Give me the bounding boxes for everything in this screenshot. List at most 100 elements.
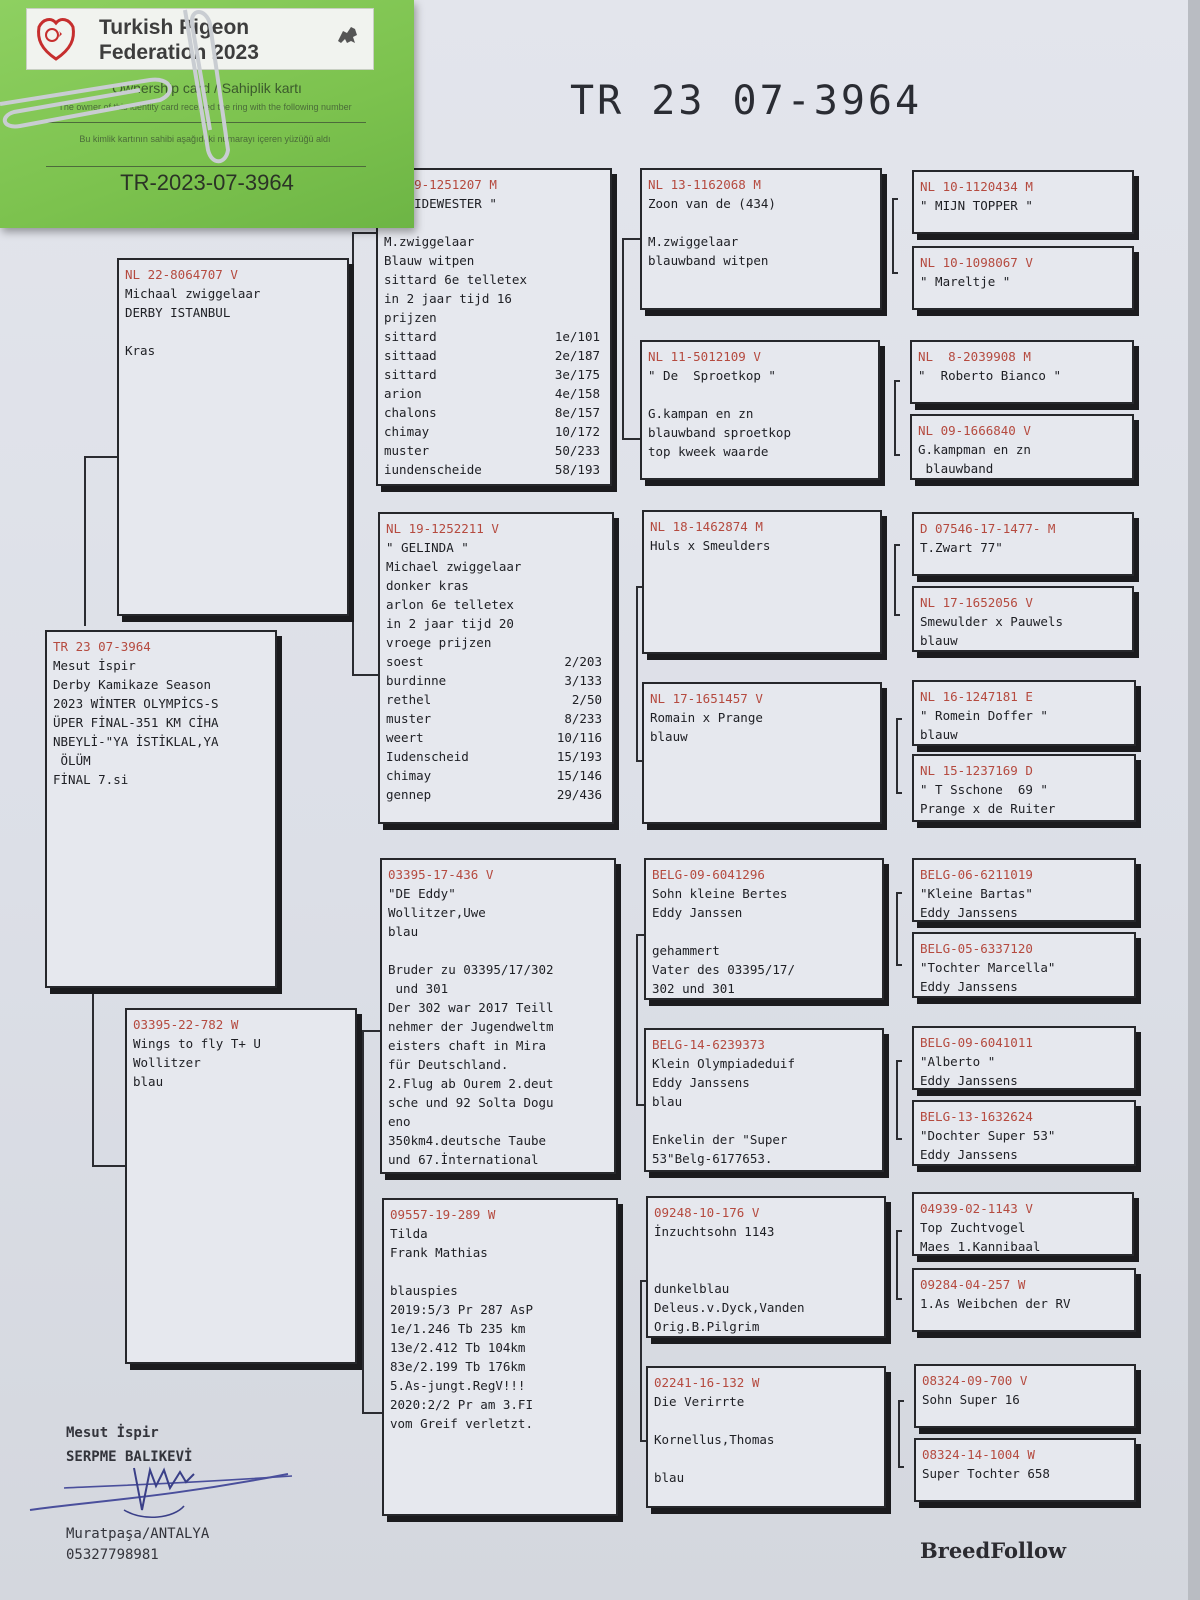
ancestor-box: NL 10-1120434 M " MIJN TOPPER " xyxy=(912,170,1134,234)
box-line: Wollitzer,Uwe xyxy=(388,905,486,920)
ring-number: NL 09-1666840 V xyxy=(918,423,1031,438)
box-line: " GELINDA " xyxy=(386,540,469,555)
great-grandparent-box: BELG-09-6041296 Sohn kleine Bertes Eddy … xyxy=(644,858,884,1000)
ring-number: NL 19-1251207 M xyxy=(384,177,497,192)
box-line: 302 und 301 xyxy=(652,981,735,996)
box-line: Sohn kleine Bertes xyxy=(652,886,788,901)
connector-line xyxy=(352,232,354,674)
connector-line xyxy=(896,892,898,964)
ring-number: NL 15-1237169 D xyxy=(920,763,1033,778)
great-grandparent-box: BELG-14-6239373 Klein Olympiadeduif Eddy… xyxy=(644,1028,884,1172)
box-line: İnzuchtsohn 1143 xyxy=(654,1224,775,1239)
ring-number: NL 17-1652056 V xyxy=(920,595,1033,610)
connector-line xyxy=(640,1280,642,1440)
ring-number: 02241-16-132 W xyxy=(654,1375,760,1390)
ancestor-box: BELG-09-6041011 "Alberto " Eddy Janssens xyxy=(912,1026,1136,1090)
box-line: blauspies xyxy=(390,1283,458,1298)
card-fine-print-en: The owner of this identity card received… xyxy=(58,102,352,112)
box-line: M.zwiggelaar xyxy=(384,234,475,249)
connector-line xyxy=(640,1280,648,1282)
box-line: 1e/1.246 Tb 235 km xyxy=(390,1321,526,1336)
card-title: Turkish Pigeon Federation 2023 xyxy=(99,16,259,64)
owner-phone: 05327798981 xyxy=(66,1547,159,1563)
box-line: Kras xyxy=(125,343,156,358)
box-line: " De Sproetkop " xyxy=(648,368,776,383)
box-line: Top Zuchtvogel xyxy=(920,1220,1026,1235)
box-line: Enkelin der "Super xyxy=(652,1132,788,1147)
box-line xyxy=(125,322,341,341)
brand-logo: BreedFollow xyxy=(920,1538,1067,1563)
connector-line xyxy=(894,544,896,614)
box-line: blauw xyxy=(920,633,958,648)
great-grandparent-box: NL 11-5012109 V " De Sproetkop " G.kampa… xyxy=(640,340,880,480)
connector-line xyxy=(622,238,624,438)
box-line: Eddy Janssens xyxy=(920,979,1018,994)
page-title: TR 23 07-3964 xyxy=(570,78,923,124)
box-line: "Kleine Bartas" xyxy=(920,886,1033,901)
box-line: Orig.B.Pilgrim xyxy=(654,1319,760,1334)
box-line xyxy=(654,1260,878,1279)
box-line: "Dochter Super 53" xyxy=(920,1128,1056,1143)
box-line: Michael zwiggelaar xyxy=(386,559,522,574)
ring-number: BELG-09-6041296 xyxy=(652,867,765,882)
grandsire-dam-side-box: 03395-17-436 V "DE Eddy" Wollitzer,Uwe b… xyxy=(380,858,616,1174)
card-divider xyxy=(46,122,366,123)
ring-number: BELG-14-6239373 xyxy=(652,1037,765,1052)
box-line: top kweek waarde xyxy=(648,444,769,459)
ancestor-box: BELG-06-6211019 "Kleine Bartas" Eddy Jan… xyxy=(912,858,1136,922)
sire-box: NL 22-8064707 V Michaal zwiggelaar DERBY… xyxy=(117,258,349,616)
box-line: 350km4.deutsche Taube xyxy=(388,1133,547,1148)
ownership-card: Turkish Pigeon Federation 2023 Ownership… xyxy=(0,0,414,228)
box-line: G.kampan en zn xyxy=(648,406,754,421)
dam-box: 03395-22-782 W Wings to fly T+ U Wollitz… xyxy=(125,1008,357,1364)
great-grandparent-box: NL 18-1462874 M Huls x Smeulders xyxy=(642,510,882,654)
box-line: blauw xyxy=(650,729,688,744)
box-line: 1.As Weibchen der RV xyxy=(920,1296,1071,1311)
ring-number: NL 16-1247181 E xyxy=(920,689,1033,704)
connector-line xyxy=(84,456,86,626)
connector-line xyxy=(898,1466,904,1468)
box-line: sittard 6e telletex xyxy=(384,272,527,287)
great-grandparent-box: NL 17-1651457 V Romain x Prange blauw xyxy=(642,682,882,824)
box-line: "Alberto " xyxy=(920,1054,996,1069)
box-line: in 2 jaar tijd 16 xyxy=(384,291,512,306)
box-line: eisters chaft in Mira xyxy=(388,1038,547,1053)
ancestor-box: BELG-13-1632624 "Dochter Super 53" Eddy … xyxy=(912,1100,1136,1166)
box-line: Mesut İspir xyxy=(53,658,136,673)
connector-line xyxy=(892,272,898,274)
connector-line xyxy=(896,1060,902,1062)
ring-number: BELG-09-6041011 xyxy=(920,1035,1033,1050)
ring-number: NL 8-2039908 M xyxy=(918,349,1031,364)
box-line: in 2 jaar tijd 20 xyxy=(386,616,514,631)
card-fine-print-tr: Bu kimlik kartının sahibi aşağıdaki numa… xyxy=(79,134,331,144)
ancestor-box: NL 10-1098067 V " Mareltje " xyxy=(912,246,1134,310)
ring-number: TR 23 07-3964 xyxy=(53,639,151,654)
box-line xyxy=(388,941,608,960)
box-line xyxy=(384,213,604,232)
connector-line xyxy=(898,1400,900,1466)
granddam-dam-side-box: 09557-19-289 W Tilda Frank Mathias blaus… xyxy=(382,1198,618,1516)
card-subtitle: Ownership card / Sahiplik kartı xyxy=(112,80,302,96)
ancestor-box: NL 16-1247181 E " Romein Doffer " blauw xyxy=(912,680,1136,746)
ancestor-box: NL 17-1652056 V Smewulder x Pauwels blau… xyxy=(912,586,1134,652)
box-line: Der 302 war 2017 Teill xyxy=(388,1000,554,1015)
ring-number: 09248-10-176 V xyxy=(654,1205,760,1220)
box-line: Die Verirrte xyxy=(654,1394,745,1409)
ring-number: 03395-22-782 W xyxy=(133,1017,239,1032)
box-line xyxy=(648,385,872,404)
box-line: T.Zwart 77" xyxy=(920,540,1003,555)
box-line: Blauw witpen xyxy=(384,253,475,268)
ancestor-box: NL 15-1237169 D " T Sschone 69 " Prange … xyxy=(912,754,1136,822)
ring-number: NL 17-1651457 V xyxy=(650,691,763,706)
box-line: 53"Belg-6177653. xyxy=(652,1151,773,1166)
owner-name: Mesut İspir xyxy=(66,1425,159,1441)
horse-emblem-icon xyxy=(338,27,357,43)
connector-line xyxy=(894,380,896,454)
